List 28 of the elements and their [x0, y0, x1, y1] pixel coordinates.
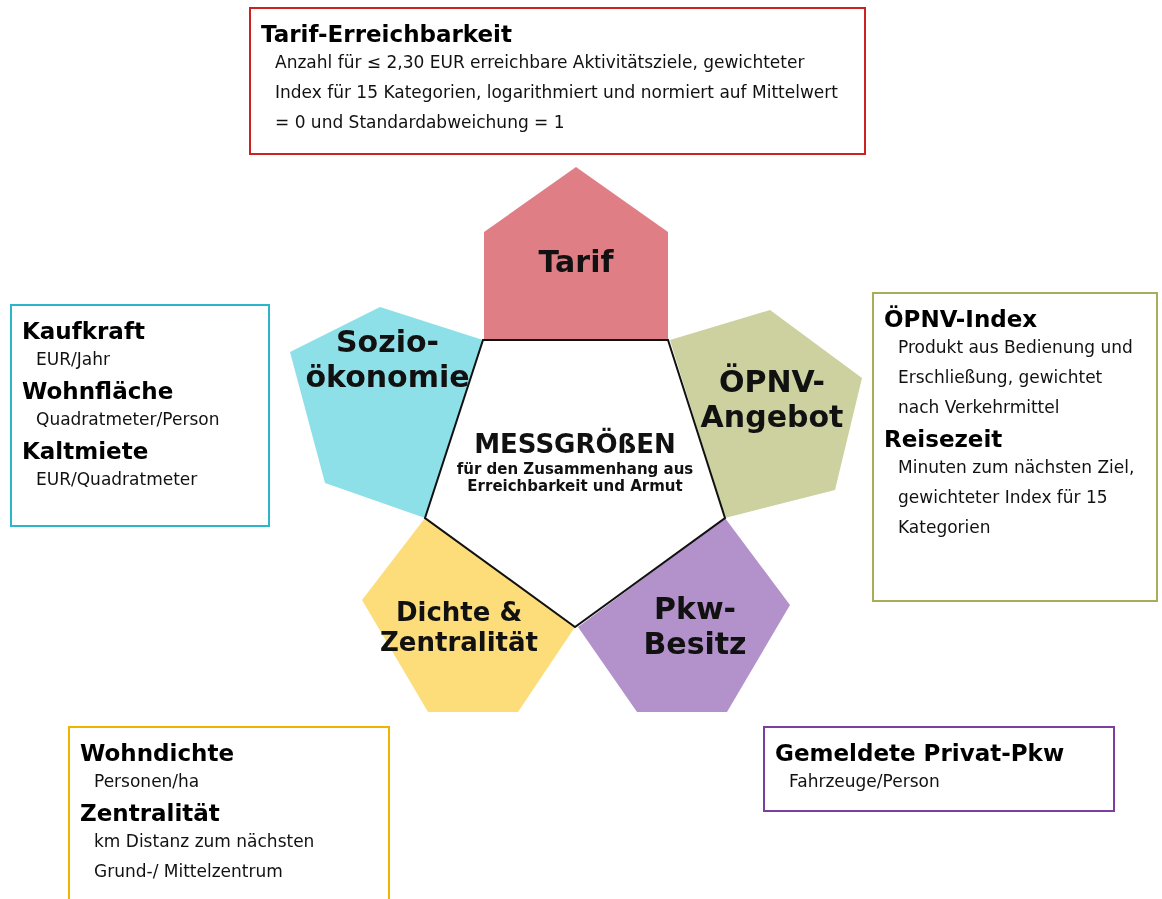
measure-heading: Kaltmiete [22, 438, 150, 464]
measure-description: Fahrzeuge/Person [789, 770, 941, 793]
category-title: Tarif [537, 245, 615, 280]
category-title: ÖPNV- Angebot [699, 365, 845, 434]
info-box [763, 726, 1115, 812]
measure-description: Produkt aus Bedienung und Erschließung, gewichtet nach Verkehrmittel [898, 336, 1134, 419]
measure-description: Quadratmeter/Person [36, 408, 221, 431]
measure-heading: Kaufkraft [22, 318, 146, 344]
measure-description: EUR/Jahr [36, 348, 111, 371]
category-title: Pkw- Besitz [642, 592, 748, 661]
measure-description: km Distanz zum nächsten Grund-/ Mittelzentrum [94, 830, 316, 883]
info-box [10, 304, 270, 527]
measure-description: Minuten zum nächsten Ziel, gewichteter Index für 15 Kategorien [898, 456, 1136, 539]
measure-heading: Tarif-Erreichbarkeit [261, 21, 513, 47]
measure-description: Anzahl für ≤ 2,30 EUR erreichbare Aktivitätsziele, gewichteter Index für 15 Kategorien, logarithmiert und normiert auf Mittelwert = 0 und Standardabweichung = 1 [275, 51, 839, 134]
measure-heading: Reisezeit [884, 426, 1004, 452]
measure-heading: Wohndichte [80, 740, 236, 766]
measure-heading: Gemeldete Privat-Pkw [775, 740, 1066, 766]
info-box [872, 292, 1158, 602]
info-box [68, 726, 390, 899]
measure-description: EUR/Quadratmeter [36, 468, 199, 491]
measure-heading: ÖPNV-Index [884, 306, 1039, 332]
measure-description: Personen/ha [94, 770, 201, 793]
category-title: Sozio- ökonomie [304, 325, 471, 394]
info-box [249, 7, 866, 155]
measure-heading: Zentralität [80, 800, 221, 826]
measure-heading: Wohnfläche [22, 378, 175, 404]
subtitle: für den Zusammenhang aus Erreichbarkeit und Armut [455, 461, 695, 496]
